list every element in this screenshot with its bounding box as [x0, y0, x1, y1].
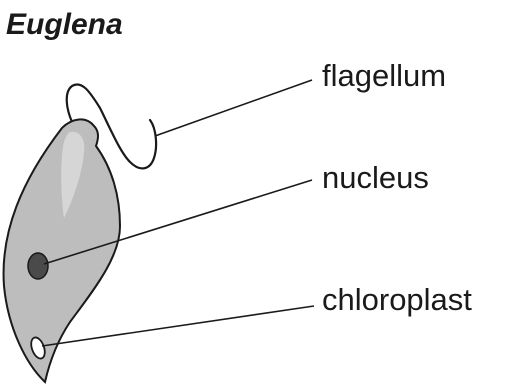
flagellum-leader-line [155, 80, 312, 136]
diagram-title: Euglena [6, 8, 123, 41]
flagellum-label: flagellum [322, 58, 446, 93]
nucleus [28, 253, 48, 279]
chloroplast-label: chloroplast [322, 282, 472, 317]
nucleus-label: nucleus [322, 160, 429, 195]
chloroplast-leader-line [42, 306, 314, 346]
